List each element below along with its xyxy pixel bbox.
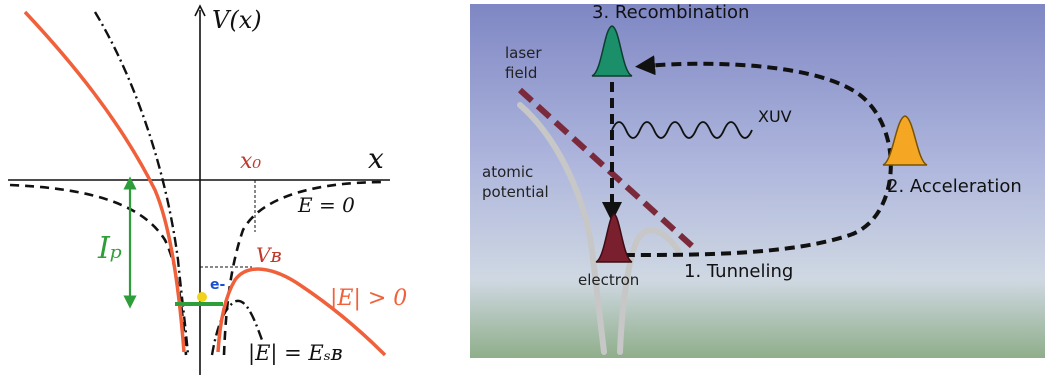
- electron-label: electron: [578, 271, 639, 289]
- field-dressed-potential-curve: [23, 10, 387, 357]
- electron-label: e-: [210, 277, 225, 293]
- y-axis-label: V(x): [212, 6, 262, 34]
- ip-label: Iₚ: [97, 231, 122, 266]
- xuv-wave: [611, 121, 753, 139]
- x-axis-label: x: [368, 142, 384, 175]
- panel-background: [470, 4, 1045, 358]
- laser-field-line: [517, 87, 695, 249]
- atomic-potential-curve: [517, 102, 681, 355]
- laser-label-line2: field: [505, 64, 537, 82]
- e-positive-label: |E| > 0: [330, 286, 407, 311]
- xuv-label: XUV: [758, 107, 792, 126]
- y-axis-arrowhead: [194, 4, 206, 17]
- coulomb-potential-curve: [9, 180, 386, 356]
- x0-label: x₀: [240, 149, 261, 174]
- atomic-label-line2: potential: [482, 183, 549, 201]
- electron-trajectory: [624, 55, 893, 257]
- barrier-suppression-curve: [93, 11, 264, 356]
- tunneling-wavepacket-icon: [595, 213, 633, 263]
- acceleration-wavepacket-icon: [882, 115, 928, 166]
- atomic-label-line1: atomic: [482, 163, 533, 181]
- recombination-wavepacket-icon: [591, 25, 633, 77]
- vb-label: Vʙ: [256, 243, 282, 267]
- recombination-label: 3. Recombination: [592, 2, 749, 23]
- e-zero-label: E = 0: [297, 193, 355, 217]
- hhg-three-step-diagram: 3. Recombination laser field XUV atomic …: [470, 2, 1045, 358]
- electron-dot: [197, 292, 207, 302]
- e-sb-label: |E| = Eₛʙ: [248, 341, 343, 366]
- potential-diagram: Iₚ e- V(x) x x₀ E = 0 Vʙ |E| > 0 |E| = E…: [8, 4, 407, 375]
- acceleration-label: 2. Acceleration: [887, 176, 1022, 197]
- laser-label-line1: laser: [505, 44, 542, 62]
- tunneling-label: 1. Tunneling: [684, 261, 793, 282]
